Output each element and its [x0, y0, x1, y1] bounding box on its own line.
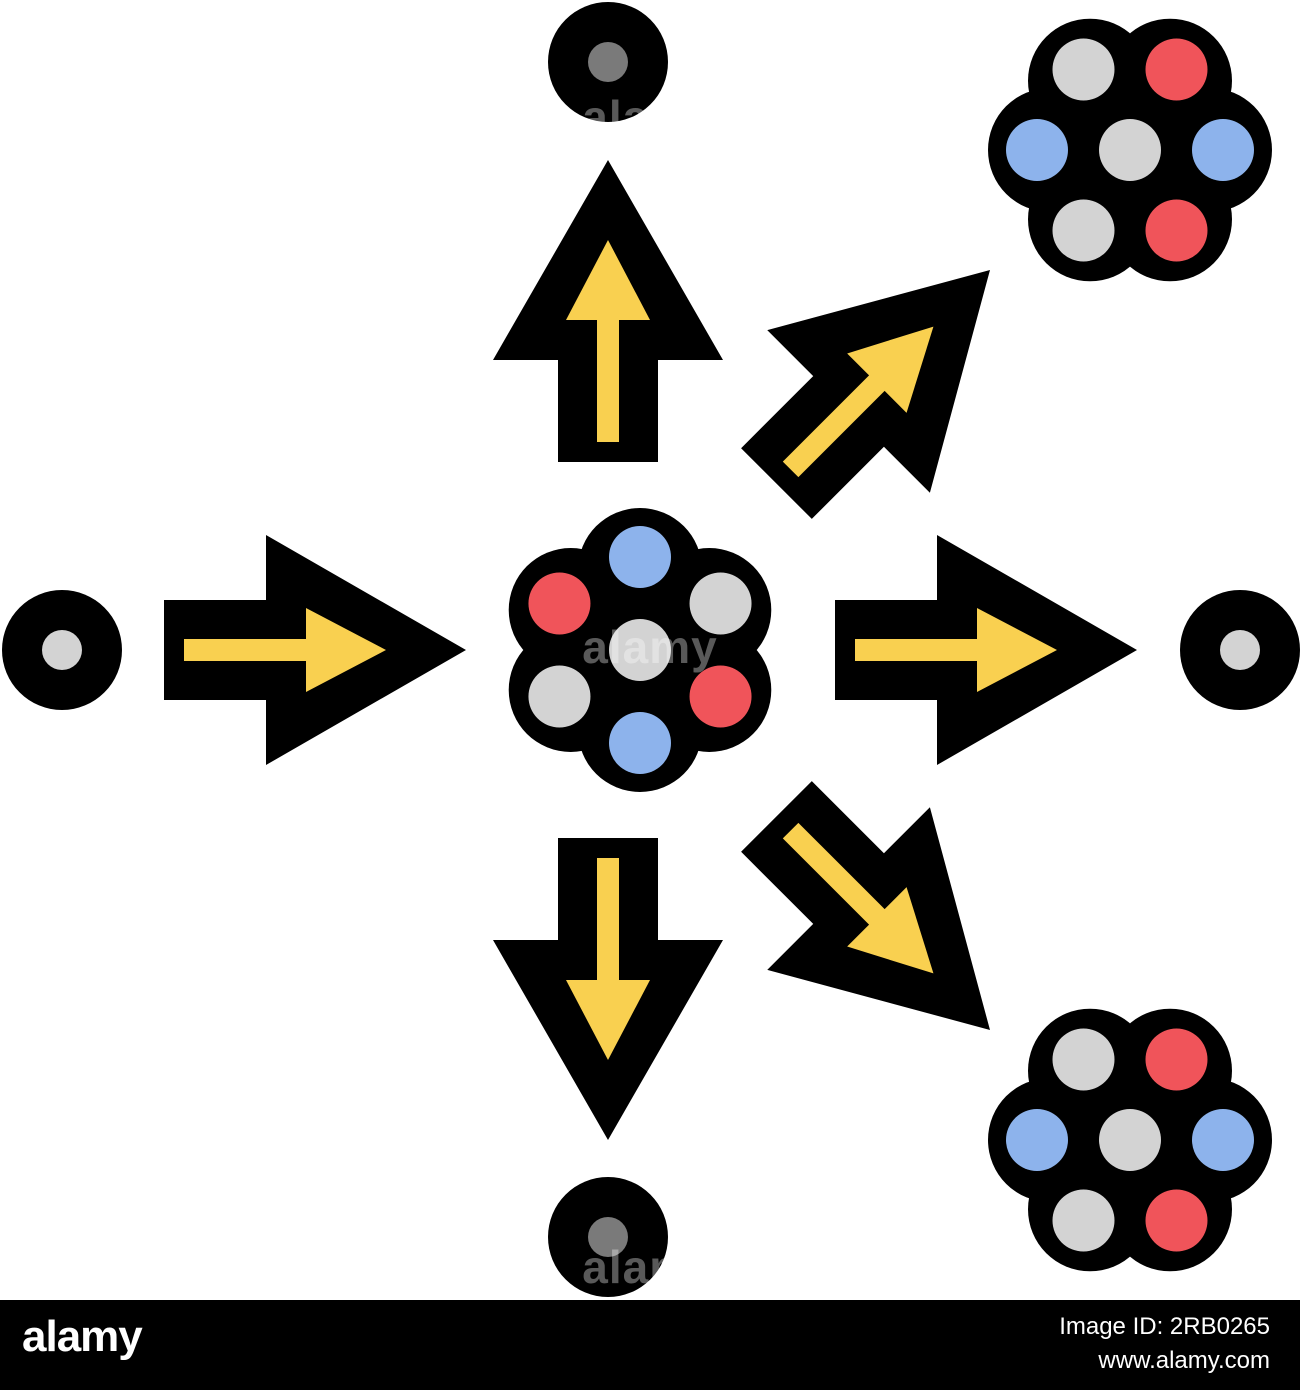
arrow-incoming-shaft-fill [184, 639, 309, 661]
fragment-nucleus-top-nucleon [1052, 199, 1115, 262]
fragment-nucleus-bottom-nucleon [1145, 1189, 1208, 1252]
stock-footer-bar: alamy Image ID: 2RB0265 www.alamy.com [0, 1300, 1300, 1390]
central-nucleus-nucleon [528, 572, 591, 635]
incoming-neutron-core [42, 630, 82, 670]
fragment-nucleus-bottom [988, 1008, 1272, 1272]
arrow-down-shaft-fill [597, 858, 619, 983]
arrow-down-right-shaft-fill [782, 822, 887, 927]
fragment-nucleus-top-nucleon [1192, 119, 1254, 181]
fragment-nucleus-top-nucleon [1052, 38, 1115, 101]
fragment-nucleus-bottom-nucleon [1006, 1109, 1068, 1171]
nuclear-fission-diagram [2, 2, 1300, 1297]
arrows-layer [164, 160, 1137, 1140]
fragment-nucleus-top [988, 18, 1272, 282]
arrow-up [493, 160, 723, 462]
arrow-up-head-fill [566, 240, 650, 320]
arrow-right-head-fill [977, 608, 1057, 692]
incoming-neutron [2, 590, 122, 710]
alamy-logo: alamy [22, 1312, 143, 1361]
arrow-incoming-head-fill [306, 608, 386, 692]
central-nucleus-center-nucleon [609, 619, 671, 681]
fragment-nucleus-top-nucleon [1145, 38, 1208, 101]
fragment-nucleus-bottom-nucleon [1052, 1028, 1115, 1091]
arrow-up-right-head-fill [847, 326, 934, 413]
fragment-nucleus-bottom-nucleon [1052, 1189, 1115, 1252]
fragment-nucleus-top-nucleon [1006, 119, 1068, 181]
released-particle-bottom-core [588, 1217, 628, 1257]
central-nucleus-nucleon [689, 572, 752, 635]
fragment-nucleus-top-center-nucleon [1099, 119, 1161, 181]
central-nucleus-nucleon [609, 712, 671, 774]
arrow-down-right-head-fill [847, 887, 934, 974]
arrow-up-right-shaft-fill [782, 373, 887, 478]
central-nucleus [508, 508, 772, 792]
central-nucleus-nucleon [528, 665, 591, 728]
fragment-nucleus-bottom-nucleon [1145, 1028, 1208, 1091]
arrow-up-shaft-fill [597, 317, 619, 442]
fragment-nucleus-bottom-nucleon [1192, 1109, 1254, 1171]
arrow-right-shaft-fill [855, 639, 980, 661]
image-id-text: Image ID: 2RB0265 [1059, 1313, 1270, 1340]
nodes-layer [2, 2, 1300, 1297]
site-url-text: www.alamy.com [1098, 1347, 1270, 1374]
released-particle-bottom [548, 1177, 668, 1297]
released-particle-right [1180, 590, 1300, 710]
arrow-down [493, 838, 723, 1140]
released-particle-top [548, 2, 668, 122]
arrow-up-right [741, 270, 990, 519]
arrow-down-head-fill [566, 980, 650, 1060]
arrow-right [835, 535, 1137, 765]
fragment-nucleus-top-nucleon [1145, 199, 1208, 262]
released-particle-top-core [588, 42, 628, 82]
fragment-nucleus-bottom-center-nucleon [1099, 1109, 1161, 1171]
central-nucleus-nucleon [609, 526, 671, 588]
released-particle-right-core [1220, 630, 1260, 670]
central-nucleus-nucleon [689, 665, 752, 728]
arrow-incoming [164, 535, 466, 765]
image-id-block: Image ID: 2RB0265 www.alamy.com [1059, 1310, 1270, 1378]
arrow-down-right [741, 781, 990, 1030]
